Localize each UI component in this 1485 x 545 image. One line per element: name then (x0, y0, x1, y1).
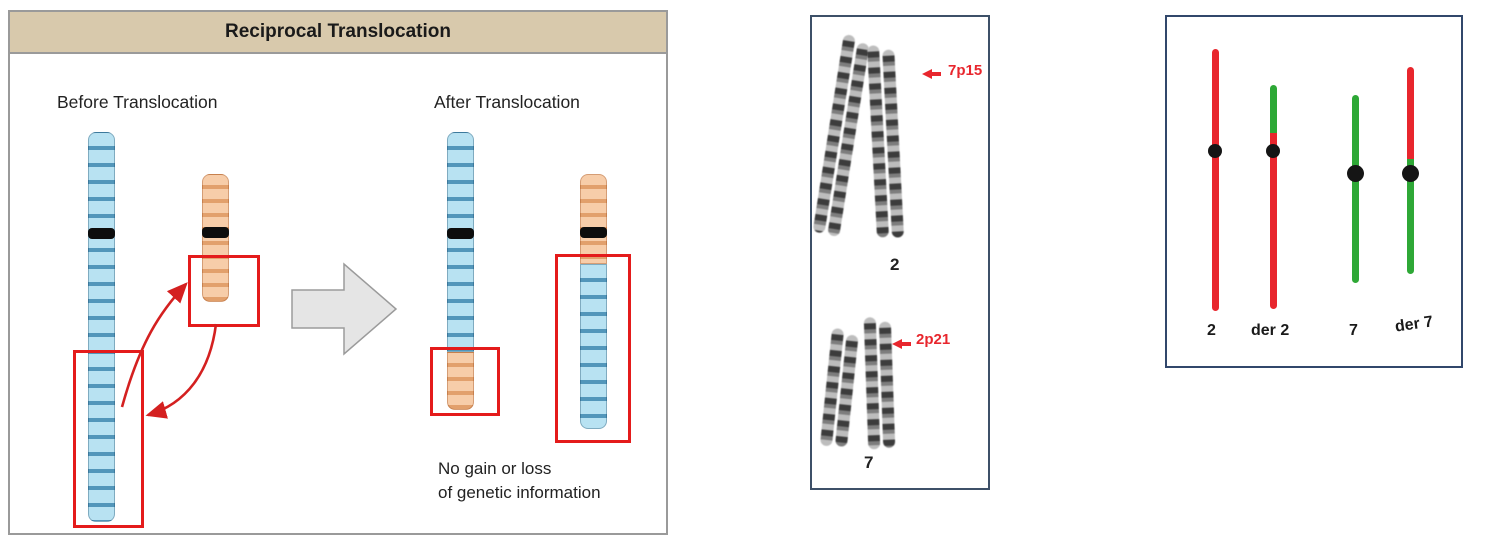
centromere-dot (1266, 144, 1280, 158)
chromatid (863, 317, 881, 450)
centromere-band (88, 228, 115, 239)
ideogram-der7-green-segment (1407, 159, 1414, 274)
orange-segment (580, 174, 607, 264)
ideogram-label-7: 7 (1349, 322, 1358, 339)
ideogram-der2-green-segment (1270, 85, 1277, 133)
highlight-box-orange-segment-before (188, 255, 260, 327)
band-label-2p21: 2p21 (916, 331, 951, 348)
arrow-head (892, 339, 902, 349)
panel-title-bar: Reciprocal Translocation (10, 12, 666, 54)
translocation-diagram-panel: Reciprocal Translocation Before Transloc… (8, 10, 668, 535)
ideogram-panel: 2 der 2 7 der 7 (1165, 15, 1463, 368)
right-block-arrow-icon (291, 262, 398, 356)
centromere-band (580, 227, 607, 238)
arrow-tail (902, 342, 911, 346)
ideogram-der7-red-segment (1407, 67, 1414, 159)
chromosome-2-photo-left (812, 34, 870, 237)
band-pointer-arrow-icon (922, 69, 941, 79)
ideogram-label-der7: der 7 (1393, 313, 1435, 336)
highlight-box-blue-segment-before (73, 350, 144, 528)
chromosome-7-before (202, 174, 229, 302)
translocated-blue-segment (580, 264, 607, 429)
translocated-orange-segment (447, 352, 474, 410)
highlight-box-orange-segment-after (430, 347, 500, 416)
caption-line-2: of genetic information (438, 482, 601, 502)
ideogram-chromosome-7 (1352, 95, 1359, 283)
caption-line-1: No gain or loss (438, 459, 552, 478)
band-pointer-arrow-icon (892, 339, 911, 349)
karyotype-photo-panel: 7p15 2 2p21 7 (810, 15, 990, 490)
after-translocation-label: After Translocation (434, 92, 580, 112)
ideogram-label-2: 2 (1207, 322, 1216, 339)
before-translocation-label: Before Translocation (57, 92, 218, 112)
exchange-arrow-down-icon (145, 323, 218, 419)
centromere-band (202, 227, 229, 238)
diagram-caption: No gain or loss of genetic information (438, 457, 601, 505)
centromere-dot (1347, 165, 1364, 182)
ideogram-chromosome-2 (1212, 49, 1219, 311)
band-label-7p15: 7p15 (948, 62, 983, 79)
arrow-head (922, 69, 932, 79)
chromosome-7-label: 7 (864, 453, 874, 472)
centromere-dot (1208, 144, 1222, 158)
chromosome-2-label: 2 (890, 255, 900, 274)
panel-title: Reciprocal Translocation (225, 21, 451, 42)
centromere-dot (1402, 165, 1419, 182)
ideogram-label-der2: der 2 (1251, 322, 1290, 339)
chromosome-2-photo-right (866, 44, 905, 238)
blue-segment (447, 132, 474, 352)
highlight-box-blue-segment-after (555, 254, 631, 443)
chromosome-7-photo-right (863, 317, 896, 450)
chromosome-7-photo-left (819, 327, 859, 448)
arrow-tail (932, 72, 941, 76)
centromere-band (447, 228, 474, 239)
ideogram-der2-red-segment (1270, 133, 1277, 309)
chromosome-2-before (88, 132, 115, 522)
